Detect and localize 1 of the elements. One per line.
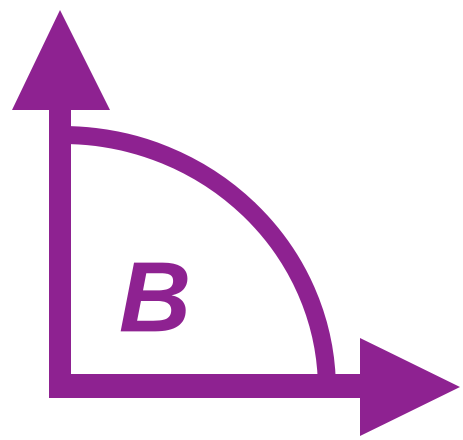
letter-label: B: [120, 262, 188, 332]
